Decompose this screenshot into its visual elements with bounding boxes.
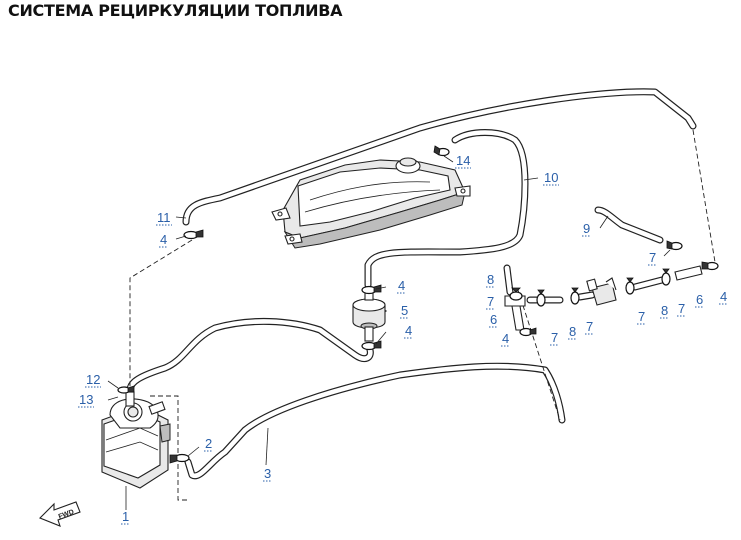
clamp-7-c bbox=[570, 287, 580, 305]
callout-6-a: 6 bbox=[490, 312, 497, 327]
clamp-4-upper-left bbox=[183, 229, 204, 240]
callout-3: 3 bbox=[264, 466, 271, 481]
callout-1: 1 bbox=[122, 509, 129, 524]
fwd-arrow-icon: FWD bbox=[39, 501, 81, 527]
callout-10: 10 bbox=[544, 170, 558, 185]
callout-4-c: 4 bbox=[405, 323, 412, 338]
callout-8-b: 8 bbox=[569, 324, 576, 339]
callout-13: 13 bbox=[79, 392, 93, 407]
callout-7-a: 7 bbox=[487, 294, 494, 309]
clamp-4-valve-low bbox=[519, 327, 537, 337]
clamp-7-b bbox=[536, 289, 546, 307]
callout-11: 11 bbox=[157, 210, 171, 225]
clamp-14 bbox=[433, 145, 450, 157]
callout-7-f: 7 bbox=[649, 250, 656, 265]
canister bbox=[101, 391, 171, 489]
clamp-4-filter-top bbox=[361, 284, 382, 295]
callouts: 1 2 3 4 4 4 4 4 5 6 6 7 7 7 7 7 7 8 bbox=[78, 153, 728, 525]
clamp-4-right bbox=[701, 261, 719, 271]
callout-7-e: 7 bbox=[678, 301, 685, 316]
valve-assembly bbox=[503, 264, 703, 331]
callout-4-a: 4 bbox=[160, 232, 167, 247]
fuel-tank bbox=[271, 157, 471, 249]
callout-8-a: 8 bbox=[487, 272, 494, 287]
clamp-4-filter-bottom bbox=[361, 340, 382, 351]
callout-4-b: 4 bbox=[398, 278, 405, 293]
callout-4-d: 4 bbox=[502, 331, 509, 346]
clamp-7-e bbox=[661, 268, 671, 286]
callout-9: 9 bbox=[583, 221, 590, 236]
callout-7-b: 7 bbox=[551, 330, 558, 345]
callout-2: 2 bbox=[205, 436, 212, 451]
callout-4-e: 4 bbox=[720, 289, 727, 304]
pipes bbox=[126, 88, 697, 480]
callout-8-c: 8 bbox=[661, 303, 668, 318]
callout-7-c: 7 bbox=[586, 319, 593, 334]
clamp-2 bbox=[169, 453, 190, 464]
clamp-7-d bbox=[625, 277, 635, 295]
clamp-7-a bbox=[509, 287, 523, 301]
clamps bbox=[117, 145, 719, 464]
clamp-7-hose9 bbox=[666, 240, 683, 251]
page-title: СИСТЕМА РЕЦИРКУЛЯЦИИ ТОПЛИВА bbox=[8, 1, 343, 20]
fuel-filter bbox=[352, 287, 386, 342]
callout-12: 12 bbox=[86, 372, 100, 387]
dashed-connectors bbox=[129, 129, 716, 501]
callout-7-d: 7 bbox=[638, 309, 645, 324]
callout-6-b: 6 bbox=[696, 292, 703, 307]
clamp-12 bbox=[117, 385, 135, 394]
callout-5: 5 bbox=[401, 303, 408, 318]
callout-14: 14 bbox=[456, 153, 470, 168]
leader-lines bbox=[107, 155, 671, 510]
